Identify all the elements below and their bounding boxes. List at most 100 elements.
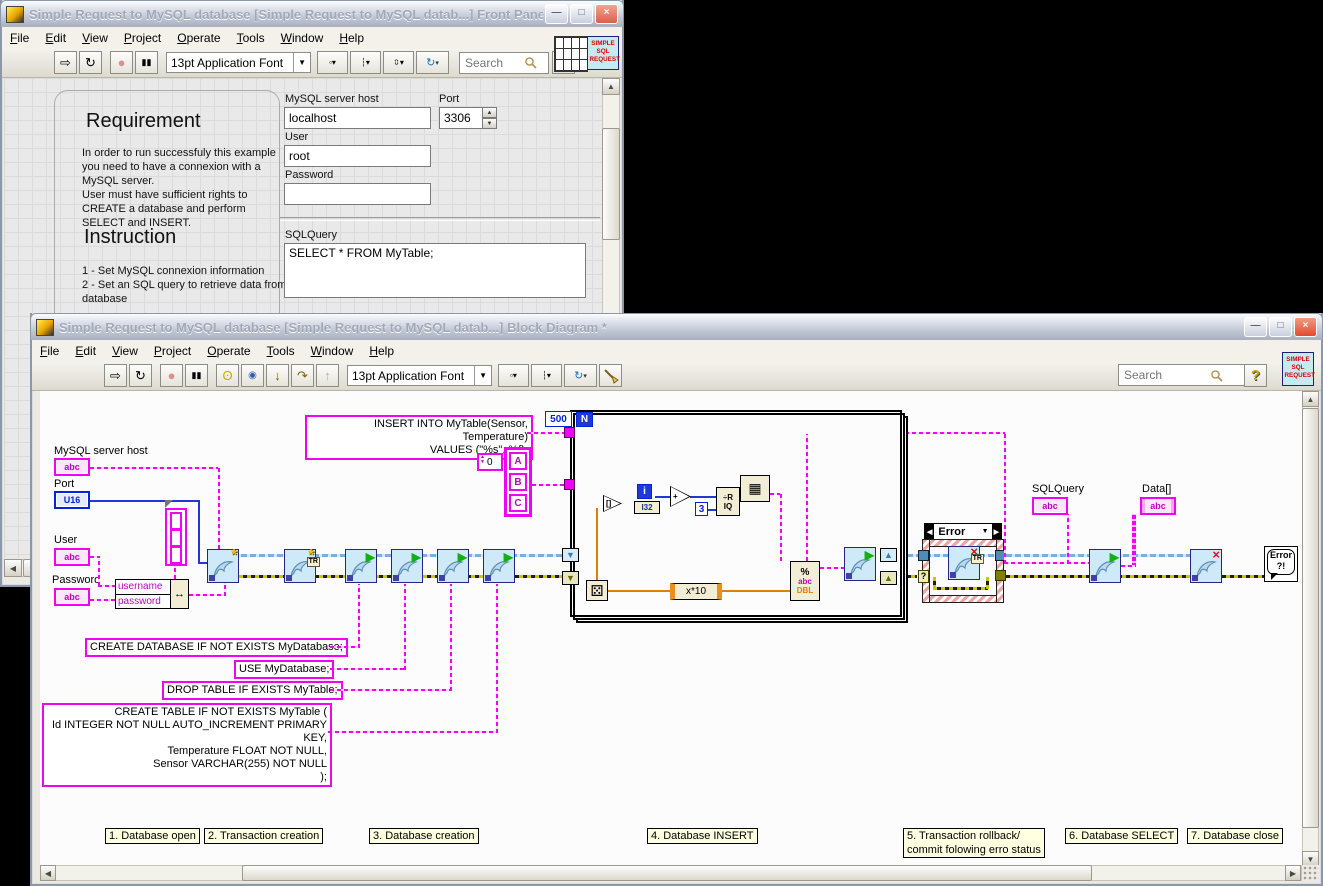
user-input[interactable]	[284, 145, 431, 167]
vi-icon-simple-sql-request[interactable]: SIMPLE SQL REQUEST	[1282, 352, 1315, 386]
align-objects-button[interactable]: ▫▾	[498, 364, 529, 387]
password-input[interactable]	[284, 183, 431, 205]
sqlquery-input[interactable]: SELECT * FROM MyTable;	[284, 243, 586, 298]
user-terminal[interactable]: abc	[54, 548, 90, 566]
mysql-execute-vi-create-table[interactable]: ▶	[483, 549, 515, 583]
menu-view[interactable]: View	[82, 30, 108, 45]
shift-register-right-connection[interactable]: ▲	[880, 548, 897, 562]
password-terminal[interactable]: abc	[54, 588, 90, 606]
resize-objects-button[interactable]: ⇳▾	[383, 51, 414, 74]
font-selector[interactable]: 13pt Application Font ▼	[347, 365, 492, 386]
front-panel-titlebar[interactable]: Simple Request to MySQL database [Simple…	[0, 0, 624, 27]
menu-help[interactable]: Help	[339, 30, 364, 45]
distribute-objects-button[interactable]: ┆▾	[531, 364, 562, 387]
step-out-button[interactable]: ↑	[316, 364, 339, 387]
quotient-remainder-node[interactable]: ÷R IQ	[716, 487, 740, 516]
host-input[interactable]	[284, 107, 431, 129]
distribute-objects-button[interactable]: ┆▾	[350, 51, 381, 74]
case-dropdown-icon[interactable]: ▼	[981, 528, 989, 535]
for-loop[interactable]	[570, 410, 902, 617]
menu-tools[interactable]: Tools	[266, 343, 295, 358]
reorder-button[interactable]: ↻▾	[416, 51, 449, 74]
case-next-icon[interactable]: ▶	[991, 524, 1001, 539]
run-button[interactable]: ⇨	[104, 364, 127, 387]
bundle-field-username[interactable]: username	[116, 580, 170, 595]
array-index-box[interactable]: ▲▼ 0	[477, 453, 503, 471]
minimize-button[interactable]: —	[545, 4, 568, 24]
run-continuous-button[interactable]: ↻	[129, 364, 152, 387]
menu-help[interactable]: Help	[369, 343, 394, 358]
mysql-execute-vi-create-db[interactable]: ▶	[345, 549, 377, 583]
run-button[interactable]: ⇨	[54, 51, 77, 74]
bundle-field-password[interactable]: password	[118, 595, 161, 607]
bd-vscroll-thumb[interactable]	[1302, 408, 1319, 828]
fp-scroll-left-button[interactable]: ◀	[4, 559, 22, 577]
menu-file[interactable]: File	[40, 343, 60, 358]
divisor-constant[interactable]: 3	[695, 502, 708, 516]
close-button[interactable]: ×	[595, 4, 618, 24]
menu-window[interactable]: Window	[310, 343, 354, 358]
loop-count-constant[interactable]: 500	[545, 411, 572, 427]
mysql-execute-vi-use-db[interactable]: ▶	[391, 549, 423, 583]
mysql-rollback-vi[interactable]: × TR	[948, 544, 984, 580]
shift-register-left-error[interactable]: ▼	[562, 571, 579, 585]
search-input[interactable]	[1122, 367, 1210, 383]
host-terminal[interactable]: abc	[54, 458, 90, 476]
to-i32-node[interactable]: I32	[634, 501, 660, 514]
menu-view[interactable]: View	[112, 343, 138, 358]
block-diagram-canvas[interactable]: MySQL server host abc Port U16 User abc …	[40, 391, 1302, 867]
mysql-close-vi[interactable]: ×	[1190, 547, 1222, 583]
minimize-button[interactable]: —	[1244, 317, 1267, 337]
note-database-open[interactable]: 1. Database open	[105, 828, 200, 844]
bd-scroll-left-button[interactable]: ◀	[40, 865, 56, 881]
menu-project[interactable]: Project	[123, 30, 162, 45]
shift-register-left-connection[interactable]: ▼	[562, 548, 579, 562]
note-transaction-rollback[interactable]: 5. Transaction rollback/ commit folowing…	[903, 828, 1045, 858]
case-selector-label[interactable]: ◀ Error ▼ ▶	[924, 523, 1002, 540]
search-box[interactable]	[1118, 364, 1246, 386]
data-array-terminal[interactable]: abc	[1140, 497, 1176, 515]
pause-button[interactable]: ▮▮	[135, 51, 158, 74]
highlight-execution-button[interactable]: ʘ	[216, 364, 239, 387]
menu-file[interactable]: File	[10, 30, 30, 45]
vi-icon-simple-sql-request[interactable]: SIMPLE SQL REQUEST	[587, 36, 620, 70]
mysql-execute-vi-insert[interactable]: ▶	[844, 547, 876, 581]
port-terminal[interactable]: U16	[54, 491, 90, 509]
mysql-select-vi[interactable]: ▶	[1089, 549, 1121, 583]
case-border-bottom[interactable]	[922, 595, 1004, 603]
bd-hscroll-thumb[interactable]	[242, 865, 1092, 881]
mysql-open-vi[interactable]: *	[207, 546, 239, 583]
note-database-insert[interactable]: 4. Database INSERT	[647, 828, 758, 844]
menu-tools[interactable]: Tools	[236, 30, 265, 45]
help-button[interactable]: ?	[1244, 364, 1267, 387]
sql-constant-create-database[interactable]: CREATE DATABASE IF NOT EXISTS MyDatabase…	[85, 638, 348, 657]
port-spinner-down[interactable]: ▼	[482, 118, 497, 129]
simple-error-handler[interactable]: Error ?!	[1264, 546, 1298, 582]
note-database-select[interactable]: 6. Database SELECT	[1065, 828, 1179, 844]
run-continuous-button[interactable]: ↻	[79, 51, 102, 74]
abort-button[interactable]: ●	[110, 51, 133, 74]
block-diagram-titlebar[interactable]: Simple Request to MySQL database [Simple…	[30, 313, 1323, 340]
fp-scroll-up-button[interactable]: ▲	[602, 78, 620, 95]
search-box[interactable]	[459, 51, 549, 74]
sql-constant-insert[interactable]: INSERT INTO MyTable(Sensor, Temperature)…	[305, 415, 533, 460]
cluster-constant[interactable]	[165, 508, 187, 566]
search-input[interactable]	[463, 54, 525, 71]
sqlquery-terminal[interactable]: abc	[1032, 497, 1068, 515]
index-spinner[interactable]: ▲▼	[480, 454, 485, 465]
bundle-by-name-node[interactable]: username password ↔	[115, 579, 189, 609]
cleanup-diagram-button[interactable]	[599, 364, 622, 387]
sql-constant-use-database[interactable]: USE MyDatabase;	[234, 660, 335, 679]
note-database-creation[interactable]: 3. Database creation	[369, 828, 479, 844]
align-objects-button[interactable]: ▫▾	[317, 51, 348, 74]
menu-window[interactable]: Window	[280, 30, 324, 45]
step-into-button[interactable]: ↓	[266, 364, 289, 387]
menu-edit[interactable]: Edit	[45, 30, 67, 45]
retain-wire-values-button[interactable]: ◉	[241, 364, 264, 387]
case-prev-icon[interactable]: ◀	[925, 524, 935, 539]
maximize-button[interactable]: □	[1269, 317, 1292, 337]
pause-button[interactable]: ▮▮	[185, 364, 208, 387]
abort-button[interactable]: ●	[160, 364, 183, 387]
step-over-button[interactable]: ↷	[291, 364, 314, 387]
sql-constant-drop-table[interactable]: DROP TABLE IF EXISTS MyTable;	[162, 681, 343, 700]
